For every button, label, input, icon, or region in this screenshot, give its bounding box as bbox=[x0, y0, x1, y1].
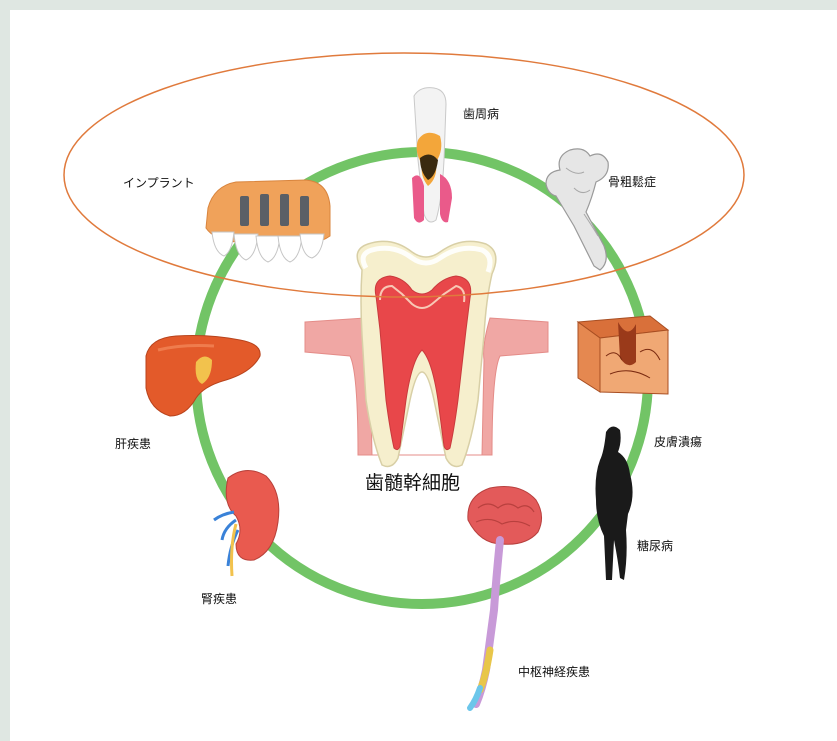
label-skin: 皮膚潰瘍 bbox=[654, 436, 702, 448]
label-liver: 肝疾患 bbox=[115, 438, 151, 450]
bone-illustration bbox=[546, 149, 608, 270]
center-label: 歯髄幹細胞 bbox=[365, 474, 460, 493]
liver-illustration bbox=[146, 336, 260, 417]
label-osteoporosis: 骨粗鬆症 bbox=[608, 176, 656, 188]
label-implant: インプラント bbox=[123, 177, 195, 189]
silhouette-body bbox=[596, 426, 633, 580]
label-periodontal: 歯周病 bbox=[463, 108, 499, 120]
kidney-ureter bbox=[232, 524, 237, 576]
label-kidney: 腎疾患 bbox=[201, 593, 237, 605]
human-silhouette bbox=[596, 426, 633, 580]
label-cns: 中枢神経疾患 bbox=[518, 666, 590, 678]
skin-illustration bbox=[578, 316, 668, 394]
implant-illustration bbox=[206, 180, 330, 262]
femur-bone bbox=[546, 149, 608, 270]
tooth-illustration bbox=[305, 241, 548, 466]
spinal-cord bbox=[476, 540, 500, 704]
label-diabetes: 糖尿病 bbox=[637, 540, 673, 552]
brain-shape bbox=[468, 487, 542, 545]
